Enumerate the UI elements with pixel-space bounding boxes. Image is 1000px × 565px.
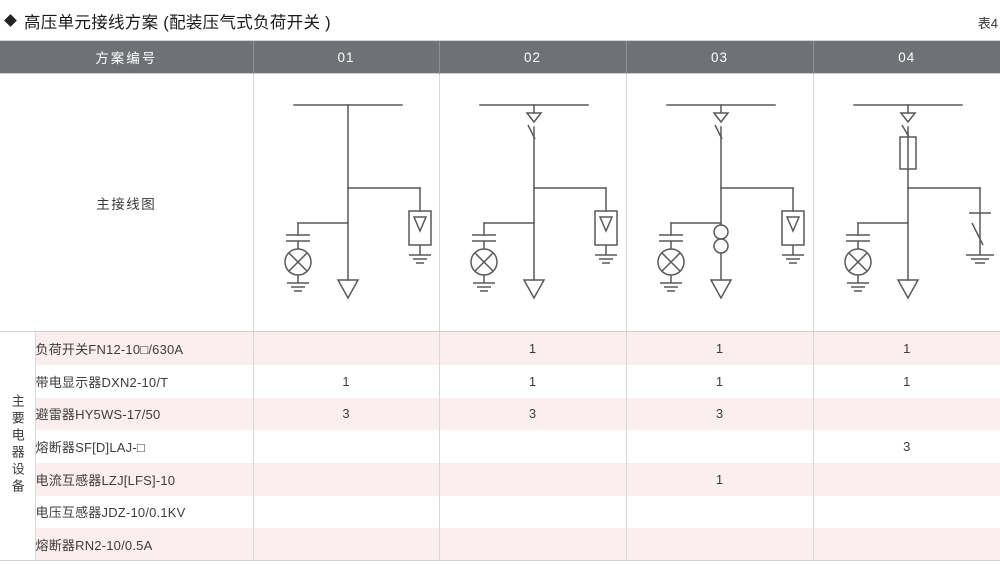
equipment-value [438, 430, 626, 463]
voltage-indicator-icon [283, 234, 312, 292]
equipment-value: 1 [625, 462, 813, 496]
cable-termination-icon [709, 279, 732, 300]
earthing-switch-icon [965, 212, 994, 264]
load-break-switch-icon [524, 112, 543, 140]
diagram-scheme-03 [625, 73, 813, 333]
equipment-name: 带电显示器DXN2-10/T [34, 364, 253, 398]
main-wiring-diagram-row: 主接线图 [0, 73, 1000, 333]
table-row: 电流互感器LZJ[LFS]-10 1 [0, 462, 1000, 496]
cable-termination-icon [336, 279, 359, 300]
table-header-row: 方案编号 01 02 03 04 [0, 41, 1000, 74]
page-title-bar: 高压单元接线方案 (配装压气式负荷开关 ) [0, 0, 1000, 41]
equipment-value: 1 [625, 364, 813, 398]
equipment-value [438, 462, 626, 496]
equipment-name: 熔断器SF[D]LAJ-□ [34, 430, 253, 463]
equipment-name: 电流互感器LZJ[LFS]-10 [34, 462, 253, 496]
equipment-value: 3 [812, 430, 1000, 463]
equipment-value [625, 495, 813, 529]
equipment-value: 1 [438, 364, 626, 398]
schematic-03 [656, 104, 805, 300]
equipment-value: 1 [438, 331, 626, 365]
fuse-icon [898, 136, 917, 170]
load-break-switch-icon [898, 112, 917, 138]
schematic-01 [283, 104, 432, 300]
table-row: 带电显示器DXN2-10/T 1 1 1 1 [0, 364, 1000, 398]
voltage-indicator-icon [843, 234, 872, 292]
equipment-value: 1 [812, 364, 1000, 398]
wiring-scheme-table: 方案编号 01 02 03 04 主接线图 [0, 41, 1000, 561]
equipment-value [252, 495, 439, 529]
surge-arrester-icon [593, 210, 618, 264]
cable-termination-icon [896, 279, 919, 300]
main-wiring-diagram-label: 主接线图 [0, 73, 253, 333]
table-bottom-rule [0, 560, 1000, 561]
header-scheme-02: 02 [439, 41, 627, 74]
equipment-value [252, 462, 439, 496]
table-row: 电压互感器JDZ-10/0.1KV [0, 495, 1000, 529]
schematic-04 [843, 104, 994, 300]
surge-arrester-icon [780, 210, 805, 264]
table-row: 主要电器设备 负荷开关FN12-10□/630A 1 1 1 [0, 331, 1000, 561]
equipment-value [252, 331, 439, 365]
cable-termination-icon [522, 279, 545, 300]
equipment-value [252, 430, 439, 463]
equipment-value [812, 397, 1000, 431]
equipment-value: 1 [812, 331, 1000, 365]
surge-arrester-icon [407, 210, 432, 264]
header-scheme-03: 03 [626, 41, 814, 74]
voltage-indicator-icon [469, 234, 498, 292]
equipment-name: 负荷开关FN12-10□/630A [34, 331, 253, 365]
equipment-value: 1 [625, 331, 813, 365]
table-row: 熔断器RN2-10/0.5A [0, 528, 1000, 561]
equipment-value [625, 430, 813, 463]
equipment-value: 3 [252, 397, 439, 431]
diamond-bullet-icon [4, 14, 17, 27]
equipment-value [438, 495, 626, 529]
table-row: 熔断器SF[D]LAJ-□ 3 [0, 430, 1000, 463]
equipment-value: 1 [252, 364, 439, 398]
equipment-value [812, 462, 1000, 496]
header-scheme-04: 04 [813, 41, 1000, 74]
page-title: 高压单元接线方案 (配装压气式负荷开关 ) [24, 13, 331, 32]
load-break-switch-icon [711, 112, 730, 140]
side-label-text: 主要电器设备 [9, 394, 25, 497]
equipment-name: 避雷器HY5WS-17/50 [34, 397, 253, 431]
header-scheme-number-label: 方案编号 [0, 41, 254, 74]
equipment-name: 电压互感器JDZ-10/0.1KV [34, 495, 253, 529]
equipment-value: 3 [625, 397, 813, 431]
equipment-value [812, 528, 1000, 561]
side-label-main-equipment: 主要电器设备 [0, 331, 35, 561]
diagram-scheme-01 [252, 73, 439, 333]
equipment-value [252, 528, 439, 561]
equipment-value [625, 528, 813, 561]
current-transformer-icon [712, 224, 729, 254]
voltage-indicator-icon [656, 234, 685, 292]
table-number-label: 表4 [977, 16, 998, 31]
equipment-value [438, 528, 626, 561]
table-row: 避雷器HY5WS-17/50 3 3 3 [0, 397, 1000, 431]
equipment-value [812, 495, 1000, 529]
equipment-value: 3 [438, 397, 626, 431]
schematic-02 [469, 104, 618, 300]
header-scheme-01: 01 [253, 41, 440, 74]
diagram-scheme-04 [812, 73, 1000, 333]
table-top-rule [0, 40, 1000, 41]
equipment-name: 熔断器RN2-10/0.5A [34, 528, 253, 561]
diagram-scheme-02 [438, 73, 626, 333]
